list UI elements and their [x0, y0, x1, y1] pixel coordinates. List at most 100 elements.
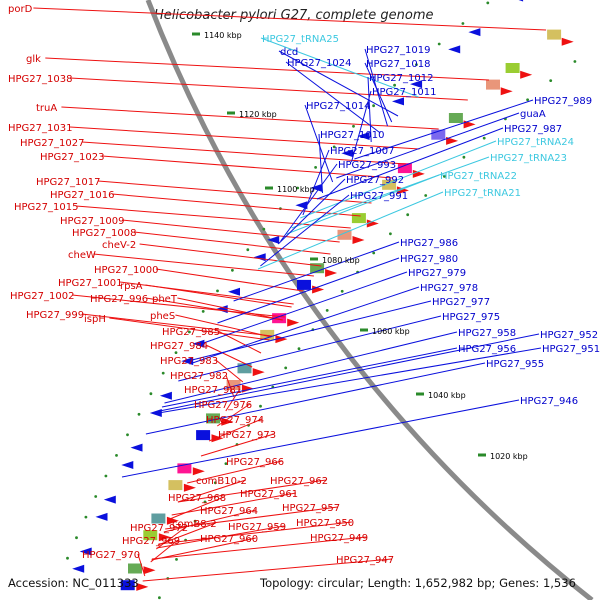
- scale-dot: [203, 500, 207, 504]
- gene-label-right: HPG27_980: [400, 254, 458, 265]
- forward-gene-arrow: [325, 269, 338, 277]
- scale-dot: [314, 166, 317, 169]
- forward-gene-arrow: [446, 136, 459, 145]
- gene-label-left: HPG27_976: [194, 400, 252, 411]
- gene-label-left: HPG27_1038: [8, 74, 72, 85]
- leader-line: [304, 104, 334, 183]
- gene-label-right: HPG27_952: [540, 330, 598, 341]
- gene-label-left: HPG27_966: [226, 457, 284, 468]
- reverse-gene-arrow: [159, 391, 172, 400]
- gene-label-right: HPG27_1024: [287, 58, 351, 69]
- gene-label-left: HPG27_969: [122, 536, 180, 547]
- leader-line: [156, 526, 187, 550]
- gene-label-left: HPG27_1002: [10, 291, 74, 302]
- reverse-gene-arrow: [253, 253, 266, 262]
- scale-dot: [325, 309, 329, 312]
- forward-gene-arrow: [561, 37, 574, 46]
- scale-dot: [149, 392, 153, 396]
- forward-gene-arrow: [396, 186, 409, 195]
- gene-label-left: HPG27_1031: [8, 123, 72, 134]
- reverse-gene-arrow: [103, 495, 116, 504]
- feature-labels: porDglkHPG27_1038truAHPG27_1031HPG27_102…: [8, 4, 600, 566]
- leader-line: [217, 330, 262, 354]
- gene-label-left: HPG27_1009: [60, 216, 124, 227]
- leader-line: [158, 521, 352, 545]
- leader-line: [191, 300, 432, 361]
- feature-block: [486, 79, 500, 90]
- leader-line: [178, 315, 442, 382]
- scale-dot: [486, 1, 490, 5]
- leader-line: [33, 7, 547, 31]
- kbp-label: 1020 kbp: [490, 452, 528, 461]
- leader-line: [208, 418, 263, 442]
- accession-text: Accession: NC_011333: [8, 576, 139, 590]
- leader-line: [137, 553, 146, 577]
- reverse-gene-arrow: [357, 132, 370, 140]
- feature-block: [196, 430, 211, 441]
- scale-dot: [175, 558, 178, 561]
- leader-line: [145, 284, 292, 308]
- scale-dot: [158, 596, 161, 600]
- gene-label-left: HPG27_957: [282, 503, 340, 514]
- leader-line: [364, 62, 393, 123]
- leader-line: [145, 362, 486, 435]
- scale-dot: [126, 433, 129, 437]
- gene-label-right: HPG27_1007: [330, 146, 394, 157]
- scale-dot: [224, 462, 228, 465]
- scale-dot: [437, 42, 441, 46]
- gene-label-left: pheT: [152, 294, 178, 305]
- forward-gene-arrow: [312, 285, 325, 294]
- gene-label-left: cheW: [68, 250, 96, 261]
- feature-block: [120, 580, 135, 591]
- gene-label-left: HPG27_973: [218, 430, 276, 441]
- leader-line: [139, 243, 322, 267]
- reverse-gene-arrow: [468, 28, 481, 37]
- reverse-gene-arrow: [310, 183, 323, 192]
- reverse-gene-arrow: [192, 339, 205, 348]
- scale-dot: [296, 186, 300, 190]
- gene-label-right: guaA: [520, 109, 546, 120]
- scale-dot: [406, 213, 410, 217]
- leader-line: [278, 50, 399, 117]
- feature-block: [226, 380, 241, 390]
- kbp-label: 1120 kbp: [239, 110, 277, 119]
- reverse-gene-arrow: [181, 357, 194, 366]
- leader-line: [69, 126, 420, 150]
- forward-gene-arrow: [252, 368, 265, 377]
- gene-label-right: HPG27_978: [420, 283, 478, 294]
- scale-dot: [332, 145, 336, 149]
- scale-dot: [137, 412, 141, 416]
- reverse-gene-arrow: [448, 45, 461, 54]
- leader-line: [164, 331, 458, 404]
- kbp-label: 1060 kbp: [372, 327, 410, 336]
- gene-label-left: HPG27_960: [200, 534, 258, 545]
- scale-dot: [201, 310, 205, 313]
- forward-gene-arrow: [183, 483, 196, 492]
- gene-label-left: HPG27_984: [150, 341, 208, 352]
- scale-dot: [193, 519, 197, 523]
- leader-line: [145, 297, 283, 321]
- gene-label-left: HPG27_982: [170, 371, 228, 382]
- forward-gene-arrow: [275, 335, 288, 344]
- scale-dot: [389, 232, 392, 236]
- leader-line: [233, 241, 400, 302]
- leader-line: [354, 99, 534, 160]
- leader-line: [277, 178, 346, 245]
- leader-line: [217, 257, 400, 324]
- gene-label-right: HPG27_1010: [320, 130, 384, 141]
- reverse-gene-arrow: [392, 97, 404, 106]
- leader-line: [177, 479, 326, 503]
- gene-label-right: HPG27_979: [408, 268, 466, 279]
- leader-line: [200, 433, 275, 457]
- leader-line: [300, 140, 497, 219]
- scale-dot: [161, 371, 165, 375]
- gene-label-left: pheS: [150, 311, 175, 322]
- scale-dot: [115, 454, 118, 457]
- gene-label-right: HPG27_992: [346, 175, 404, 186]
- gene-label-left: HPG27_964: [200, 506, 258, 517]
- scale-dot: [216, 289, 219, 293]
- gene-label-left: glk: [26, 54, 41, 65]
- reverse-gene-arrow: [410, 80, 423, 89]
- scale-dot: [372, 104, 375, 108]
